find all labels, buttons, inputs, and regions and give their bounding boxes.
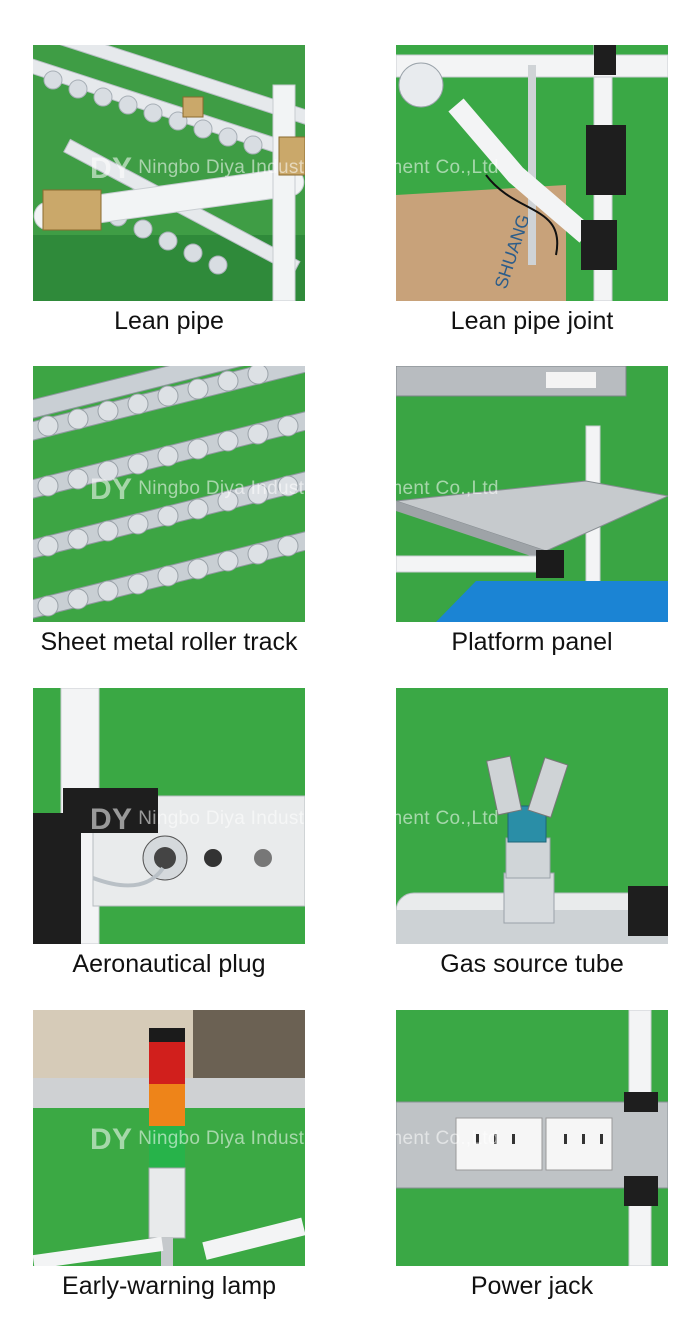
caption-sheet-metal-roller-track: Sheet metal roller track: [40, 628, 298, 656]
aeronautical-plug-photo: [33, 688, 305, 944]
early-warning-lamp-photo: [33, 1010, 305, 1266]
caption-lean-pipe-joint: Lean pipe joint: [450, 307, 614, 335]
caption-aeronautical-plug: Aeronautical plug: [72, 950, 266, 978]
power-jack-photo: [396, 1010, 668, 1266]
caption-gas-source-tube: Gas source tube: [440, 950, 624, 978]
gas-source-tube-photo: [396, 688, 668, 944]
lean-pipe-joint-photo: SHUANG: [396, 45, 668, 301]
roller-track-photo: [33, 366, 305, 622]
platform-panel-photo: [396, 366, 668, 622]
lean-pipe-photo: [33, 45, 305, 301]
caption-power-jack: Power jack: [470, 1272, 594, 1300]
caption-platform-panel: Platform panel: [451, 628, 613, 656]
caption-lean-pipe: Lean pipe: [114, 307, 224, 335]
caption-early-warning-lamp: Early-warning lamp: [62, 1272, 276, 1300]
